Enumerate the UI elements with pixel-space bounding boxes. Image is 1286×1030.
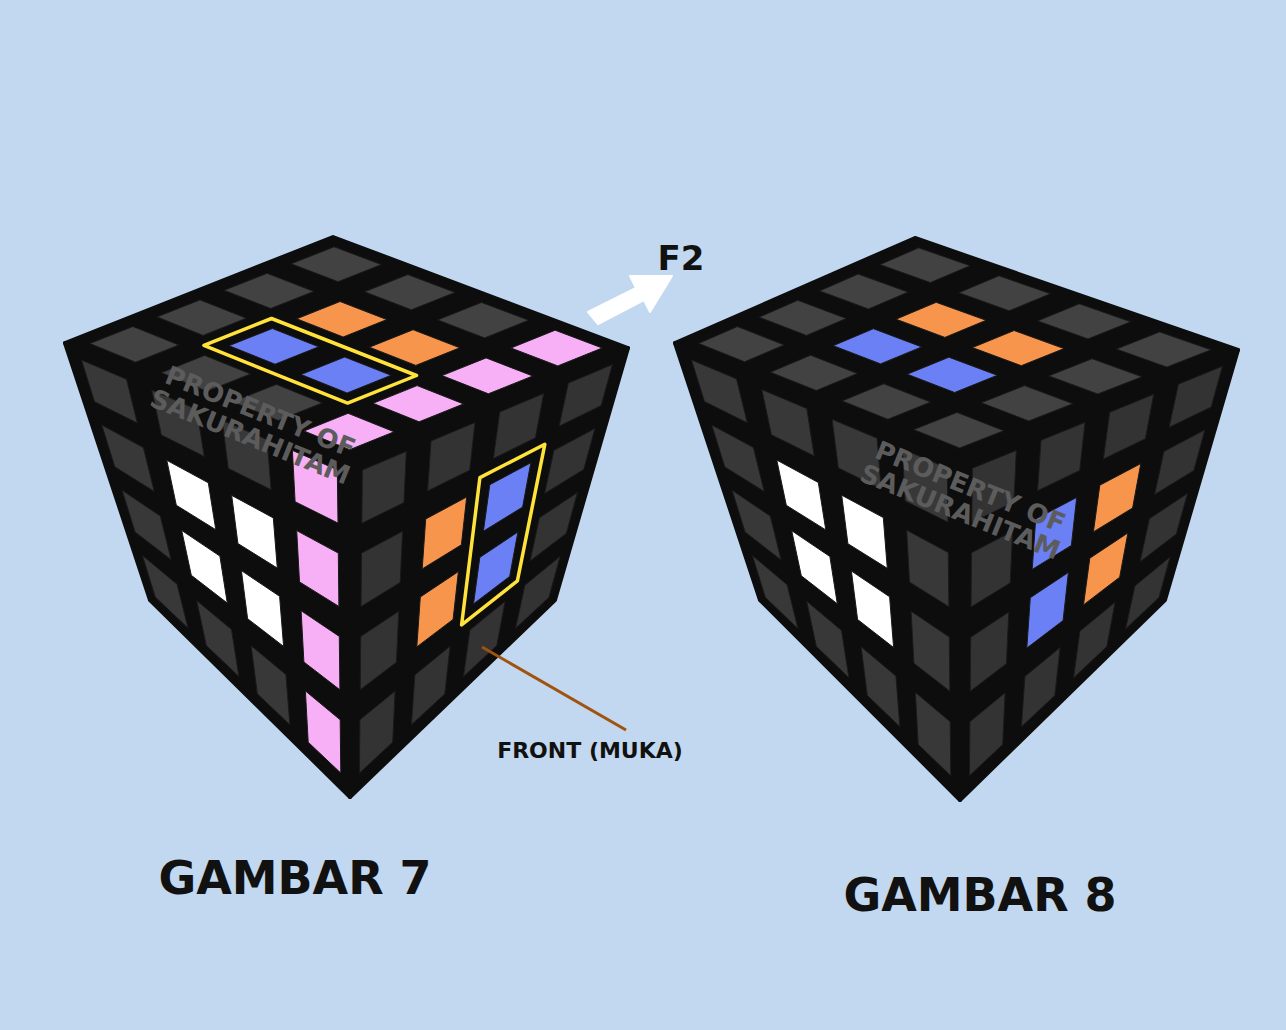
sticker bbox=[422, 497, 467, 569]
sticker bbox=[777, 460, 826, 530]
sticker bbox=[752, 556, 798, 629]
watermark: PROPERTY OF SAKURAHITAM bbox=[138, 357, 372, 494]
sticker bbox=[1169, 366, 1222, 427]
sticker bbox=[142, 555, 188, 628]
sticker bbox=[82, 360, 138, 423]
sticker bbox=[762, 390, 814, 456]
sticker bbox=[1116, 332, 1211, 367]
sticker bbox=[1084, 533, 1128, 605]
sticker bbox=[861, 647, 900, 727]
sticker bbox=[428, 423, 475, 491]
sticker bbox=[959, 276, 1051, 311]
sticker bbox=[291, 247, 381, 282]
sticker bbox=[361, 531, 403, 606]
sticker bbox=[297, 531, 339, 607]
sticker bbox=[1103, 394, 1153, 459]
sticker bbox=[360, 611, 399, 690]
sticker bbox=[1093, 464, 1140, 532]
cube-gambar-7 bbox=[65, 237, 628, 797]
figure-caption: GAMBAR 7 bbox=[158, 851, 431, 905]
cube-gambar-8 bbox=[675, 238, 1238, 800]
sticker bbox=[442, 358, 533, 394]
sticker bbox=[1140, 493, 1187, 561]
sticker bbox=[365, 275, 456, 310]
right-face bbox=[960, 350, 1238, 800]
sticker bbox=[373, 386, 464, 422]
sticker bbox=[792, 531, 838, 604]
sticker bbox=[820, 274, 909, 309]
sticker bbox=[969, 693, 1005, 776]
sticker bbox=[301, 611, 340, 690]
sticker bbox=[411, 646, 450, 725]
sticker bbox=[981, 386, 1073, 421]
sticker bbox=[362, 451, 407, 523]
front-label: FRONT (MUKA) bbox=[497, 738, 683, 763]
sticker bbox=[229, 329, 319, 365]
leader-line bbox=[482, 647, 626, 730]
move-label: F2 bbox=[658, 238, 705, 278]
sticker bbox=[692, 360, 748, 423]
sticker bbox=[1038, 304, 1131, 339]
sticker bbox=[545, 429, 595, 494]
sticker bbox=[232, 495, 278, 568]
sticker bbox=[915, 693, 950, 776]
sticker bbox=[1126, 557, 1171, 629]
sticker bbox=[807, 601, 849, 678]
sticker bbox=[438, 302, 529, 338]
sticker bbox=[417, 572, 459, 647]
sticker bbox=[251, 646, 290, 725]
sticker bbox=[167, 460, 216, 529]
sticker bbox=[224, 273, 314, 308]
move-arrow bbox=[588, 276, 672, 324]
sticker bbox=[182, 530, 228, 603]
figure-caption: GAMBAR 8 bbox=[843, 868, 1116, 922]
sticker bbox=[970, 612, 1009, 691]
sticker bbox=[511, 330, 602, 366]
sticker bbox=[759, 300, 846, 335]
sticker bbox=[1038, 422, 1085, 490]
sticker bbox=[474, 532, 518, 604]
sticker bbox=[907, 530, 949, 607]
sticker bbox=[516, 556, 561, 628]
sticker bbox=[559, 365, 612, 427]
sticker bbox=[842, 495, 888, 568]
sticker bbox=[880, 248, 970, 283]
sticker bbox=[464, 601, 506, 676]
sticker bbox=[1049, 359, 1142, 394]
sticker bbox=[530, 493, 577, 561]
watermark: PROPERTY OF SAKURAHITAM bbox=[848, 432, 1082, 569]
sticker bbox=[301, 357, 391, 393]
left-face bbox=[675, 343, 960, 800]
sticker bbox=[896, 302, 986, 337]
sticker bbox=[1074, 602, 1116, 678]
sticker bbox=[369, 330, 459, 366]
yellow-highlight bbox=[462, 444, 545, 625]
sticker bbox=[732, 490, 781, 560]
sticker bbox=[1155, 430, 1205, 495]
sticker bbox=[712, 425, 764, 491]
sticker bbox=[359, 691, 395, 773]
sticker bbox=[197, 601, 239, 677]
sticker bbox=[305, 691, 340, 773]
right-face bbox=[350, 348, 628, 797]
sticker bbox=[1027, 572, 1069, 648]
sticker bbox=[122, 490, 171, 559]
sticker bbox=[102, 425, 154, 491]
sticker bbox=[911, 611, 950, 691]
sticker bbox=[297, 302, 387, 338]
sticker bbox=[972, 331, 1064, 366]
sticker bbox=[241, 571, 283, 647]
sticker bbox=[157, 300, 246, 336]
sticker bbox=[1021, 648, 1060, 727]
sticker bbox=[851, 571, 893, 648]
sticker bbox=[907, 357, 997, 392]
sticker bbox=[833, 329, 922, 364]
